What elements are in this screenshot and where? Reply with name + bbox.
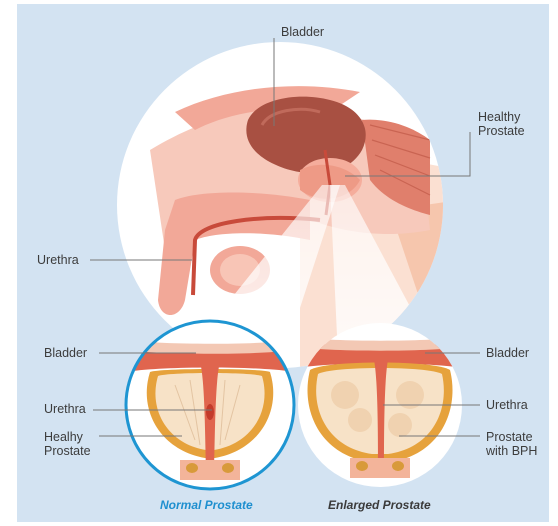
caption-normal-prostate: Normal Prostate	[160, 498, 253, 512]
label-bladder-top: Bladder	[281, 25, 324, 39]
label-urethra-left: Urethra	[44, 402, 86, 416]
label-healthy-prostate-top: Healthy Prostate	[478, 110, 525, 138]
caption-enlarged-prostate: Enlarged Prostate	[328, 498, 431, 512]
label-bladder-left: Bladder	[44, 346, 87, 360]
label-urethra-right: Urethra	[486, 398, 528, 412]
label-prostate-bph-right: Prostate with BPH	[486, 430, 537, 458]
label-urethra-top: Urethra	[37, 253, 79, 267]
label-prostate-left: Healhy Prostate	[44, 430, 91, 458]
normal-prostate-view	[126, 321, 294, 489]
label-bladder-right: Bladder	[486, 346, 529, 360]
